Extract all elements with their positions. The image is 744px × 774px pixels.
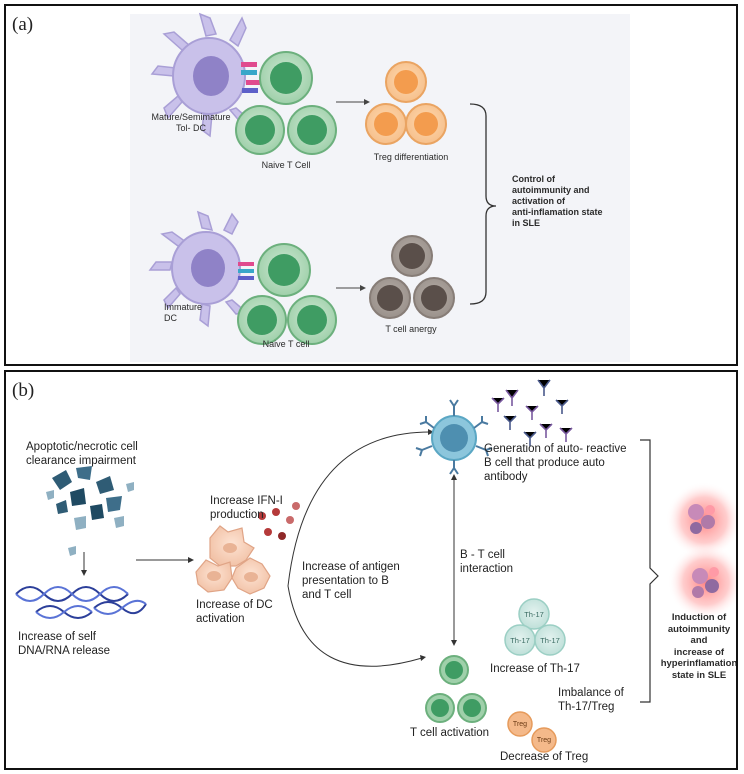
th17-increase-label: Increase of Th-17 [490, 663, 580, 675]
panel-b-outcome-label: Induction of autoimmunity and increase o… [660, 612, 738, 681]
panel-b-illustration: Th-17 Th-17 Th-17 Treg Treg [15, 379, 736, 753]
treg-cell-label: Treg [537, 737, 551, 744]
naive-t-cell-label: Naive T cell [262, 339, 310, 349]
panel-a-illustration [148, 12, 497, 345]
t-cell-activation-label: T cell activation [410, 727, 490, 739]
antigen-presentation-arrows [287, 431, 431, 667]
panel-a-outcome-label: Control of autoimmunity and activation o… [512, 174, 603, 228]
th17-cell-label: Th-17 [510, 636, 530, 645]
mature-dc-cell [150, 12, 254, 138]
inflamed-cells-top [666, 482, 736, 558]
arrow-head-to-b-cell [428, 429, 434, 435]
panel-a: (a) [4, 4, 738, 366]
arrow-head-to-t-cell [420, 655, 426, 661]
activated-t-cell [439, 655, 469, 685]
outcome-bracket [469, 103, 497, 305]
th17-cell-label: Th-17 [524, 610, 544, 619]
th17-cell [534, 624, 566, 656]
treg-decrease-label: Decrease of Treg [500, 751, 589, 763]
th17-cell [518, 598, 550, 630]
anergic-t-cell [391, 235, 433, 277]
antigen-presentation-label: Increase of antigen presentation to B an… [302, 561, 400, 601]
treg-cell [507, 711, 533, 737]
panel-b: (b) [4, 370, 738, 770]
receptor-pair-top [241, 62, 260, 93]
treg-cell-label: Treg [513, 721, 527, 728]
anergic-t-cell [369, 277, 411, 319]
apoptotic-clearance-label: Apoptotic/necrotic cell clearance impair… [26, 441, 138, 467]
b-t-double-arrow [451, 474, 457, 646]
mature-dc-label: Mature/Semimature Tol- DC [151, 112, 231, 133]
naive-t-cell [257, 243, 311, 297]
immature-dc-cell [148, 210, 248, 328]
activated-dc-cell [195, 559, 233, 593]
naive-t-cell [237, 295, 287, 345]
arrow-to-anergy [336, 285, 366, 291]
naive-t-cell [287, 295, 337, 345]
naive-t-cell [235, 105, 285, 155]
treg-cell [405, 103, 447, 145]
dc-activation-label: Increase of DC activation [196, 599, 273, 625]
treg-cell [365, 103, 407, 145]
self-dna-release-label: Increase of self DNA/RNA release [18, 631, 111, 657]
dna-strands [15, 586, 147, 619]
naive-t-cell-label: Naive T Cell [261, 160, 311, 170]
ifn-production-label: Increase IFN-I production [210, 495, 283, 521]
activated-t-cell [425, 693, 455, 723]
free-antibodies [491, 379, 573, 446]
th17-treg-imbalance-label: Imbalance of Th-17/Treg [558, 687, 624, 713]
treg-differentiation-label: Treg differentiation [373, 152, 449, 162]
anergic-t-cell [413, 277, 455, 319]
th17-cell-label: Th-17 [540, 636, 560, 645]
activated-t-cell [457, 693, 487, 723]
apoptotic-debris [46, 466, 134, 556]
inflamed-cells-bottom [668, 544, 736, 620]
treg-cell [385, 61, 427, 103]
arrow-to-treg [336, 99, 370, 105]
panel-a-tag: (a) [12, 14, 34, 35]
t-cell-anergy-label: T cell anergy [385, 324, 437, 334]
arrow-to-dna [81, 552, 87, 576]
panel-b-tag: (b) [12, 380, 35, 401]
outcome-bracket [640, 439, 659, 703]
b-t-interaction-label: B - T cell interaction [460, 549, 514, 575]
ifn-particles [258, 502, 300, 540]
b-cell [415, 399, 493, 475]
arrow-to-dc [136, 557, 194, 563]
activated-dc-cell [231, 557, 271, 595]
naive-t-cell [287, 105, 337, 155]
treg-cell [531, 727, 557, 753]
receptor-pair-bottom [238, 262, 254, 280]
immature-dc-label: Immature DC [164, 302, 203, 323]
auto-reactive-b-cell-label: Generation of auto- reactive B cell that… [484, 443, 627, 483]
naive-t-cell [259, 51, 313, 105]
activated-dc-cell [209, 525, 255, 567]
